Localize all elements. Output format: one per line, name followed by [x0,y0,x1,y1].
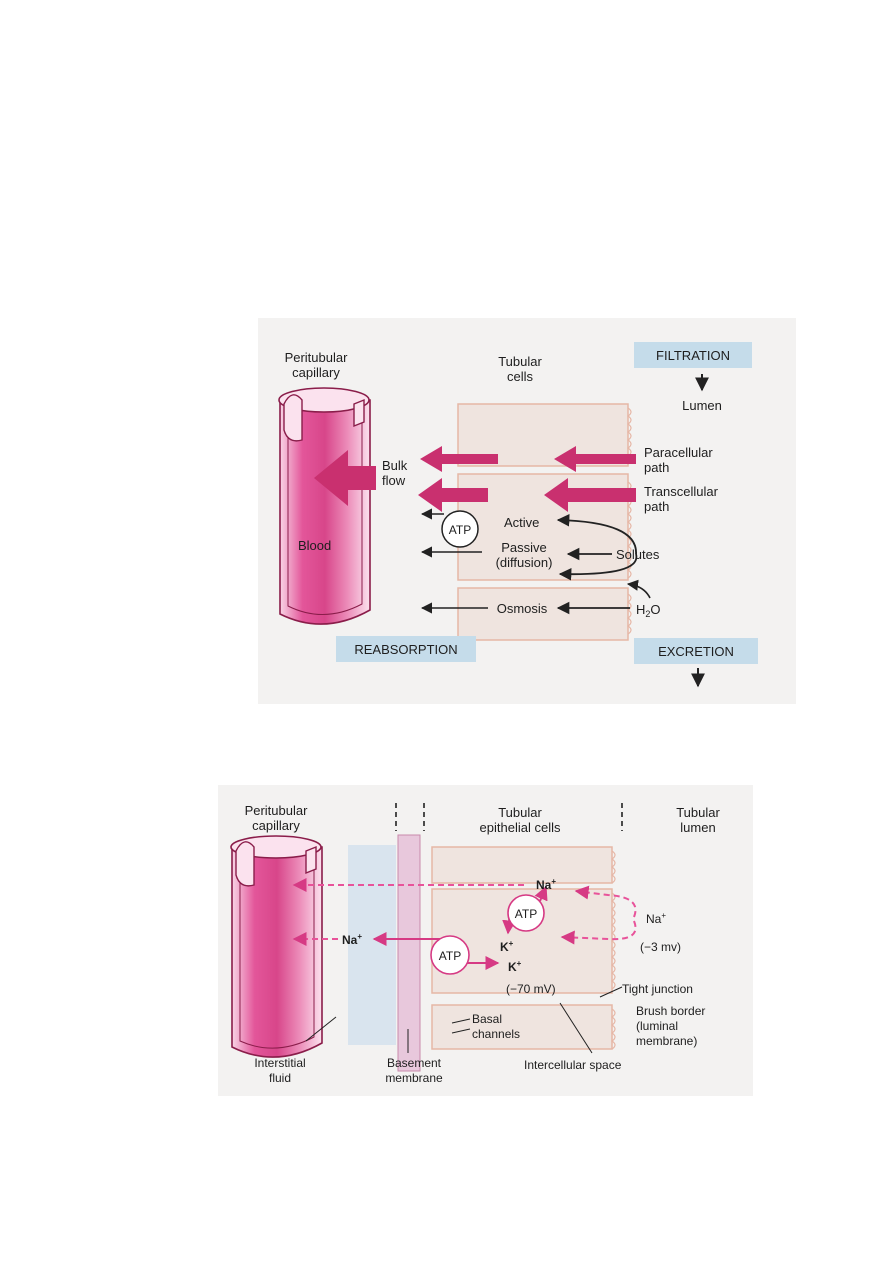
tubular-epithelial-cells [431,846,616,1050]
peritubular-capillary-vessel [278,387,371,625]
epithelial-cells-label: epithelial cells [480,820,561,835]
sodium-transport-diagram: Peritubular capillary Tubular epithelial… [230,803,720,1085]
paracellular-arrow-left [420,446,498,472]
reabsorption-box [336,636,476,662]
na-interstitial-label: Na+ [342,932,362,947]
paracellular-arrow-right [554,446,636,472]
peritubular-capillary-vessel [230,835,323,1058]
diffusion-label: (diffusion) [496,555,553,570]
water-to-solutes-arrow [626,579,651,599]
reabsorption-diagram-panel: Peritubular capillary Tubular cells FILT… [258,318,796,704]
transcellular-arrow-left [418,478,488,512]
interstitial-fluid-region [348,845,396,1045]
interstitial-leader [305,1016,337,1042]
luminal-atp-circle [507,894,545,932]
pink-flow-arrows [314,446,636,512]
passive-return-arrow [558,553,638,581]
membrane-label: membrane) [636,1034,697,1048]
na-lumen-label: Na+ [646,911,666,926]
tubular-label: Tubular [498,805,542,820]
region-dividers [395,803,623,831]
capillary-label: capillary [292,365,340,380]
k-lower-label: K+ [508,959,522,974]
basolateral-atp-label: ATP [439,949,461,963]
blood-label: Blood [298,538,331,553]
intercellular-leader [559,1002,593,1054]
paracellular-path-label: path [644,460,669,475]
luminal-atp-label: ATP [515,907,537,921]
transcellular-label: Transcellular [644,484,719,499]
lumen-label: lumen [680,820,715,835]
na-cell-label: Na+ [536,877,556,892]
lumen-na-lower-dashed-arrow [560,920,637,945]
active-arrow [556,513,637,555]
na-atp-arrow [534,885,548,902]
brush-border-label: Brush border [636,1004,705,1018]
lumen-na-upper-dashed-arrow [574,885,637,918]
paracellular-label: Paracellular [644,445,713,460]
sodium-transport-diagram-panel: Peritubular capillary Tubular epithelial… [218,785,753,1096]
basement-membrane [397,834,421,1072]
cell-voltage-label: (−70 mV) [506,982,556,996]
solutes-label: Solutes [616,547,660,562]
lumen-voltage-label: (−3 mv) [640,940,681,954]
basal-leader-1 [451,1018,471,1024]
atp-circle [441,510,479,548]
active-label: Active [504,515,539,530]
flow-label: flow [382,473,406,488]
k-upper-label: K+ [500,939,514,954]
water-label: H2O [636,602,661,619]
atp-label: ATP [449,523,471,537]
peritubular-label: Peritubular [285,350,349,365]
tight-junction-leader [599,986,623,998]
reabsorption-diagram: Peritubular capillary Tubular cells FILT… [278,342,758,688]
interstitial-label: Interstitial [254,1056,305,1070]
passive-label: Passive [501,540,547,555]
transcellular-path-label: path [644,499,669,514]
osmosis-label: Osmosis [497,601,548,616]
excretion-box [634,638,758,664]
tight-junction-label: Tight junction [622,982,693,996]
cells-label: cells [507,369,534,384]
basement-label: Basement [387,1056,442,1070]
bulk-flow-arrow [314,450,376,506]
membrane-basement-label: membrane [385,1071,443,1085]
excretion-label: EXCRETION [658,644,734,659]
lumen-label: Lumen [682,398,722,413]
basolateral-atp-circle [430,935,470,975]
capillary-label: capillary [252,818,300,833]
luminal-label: (luminal [636,1019,678,1033]
peritubular-label: Peritubular [245,803,309,818]
basal-label: Basal [472,1012,502,1026]
filtration-label: FILTRATION [656,348,730,363]
filtration-box [634,342,752,368]
transcellular-arrow-right [544,478,636,512]
basal-leader-2 [451,1028,471,1034]
intercellular-label: Intercellular space [524,1058,622,1072]
tubular-label: Tubular [498,354,542,369]
tubular-lumen-label: Tubular [676,805,720,820]
reabsorption-label: REABSORPTION [354,642,457,657]
bulk-label: Bulk [382,458,408,473]
channels-label: channels [472,1027,520,1041]
fluid-label: fluid [269,1071,291,1085]
